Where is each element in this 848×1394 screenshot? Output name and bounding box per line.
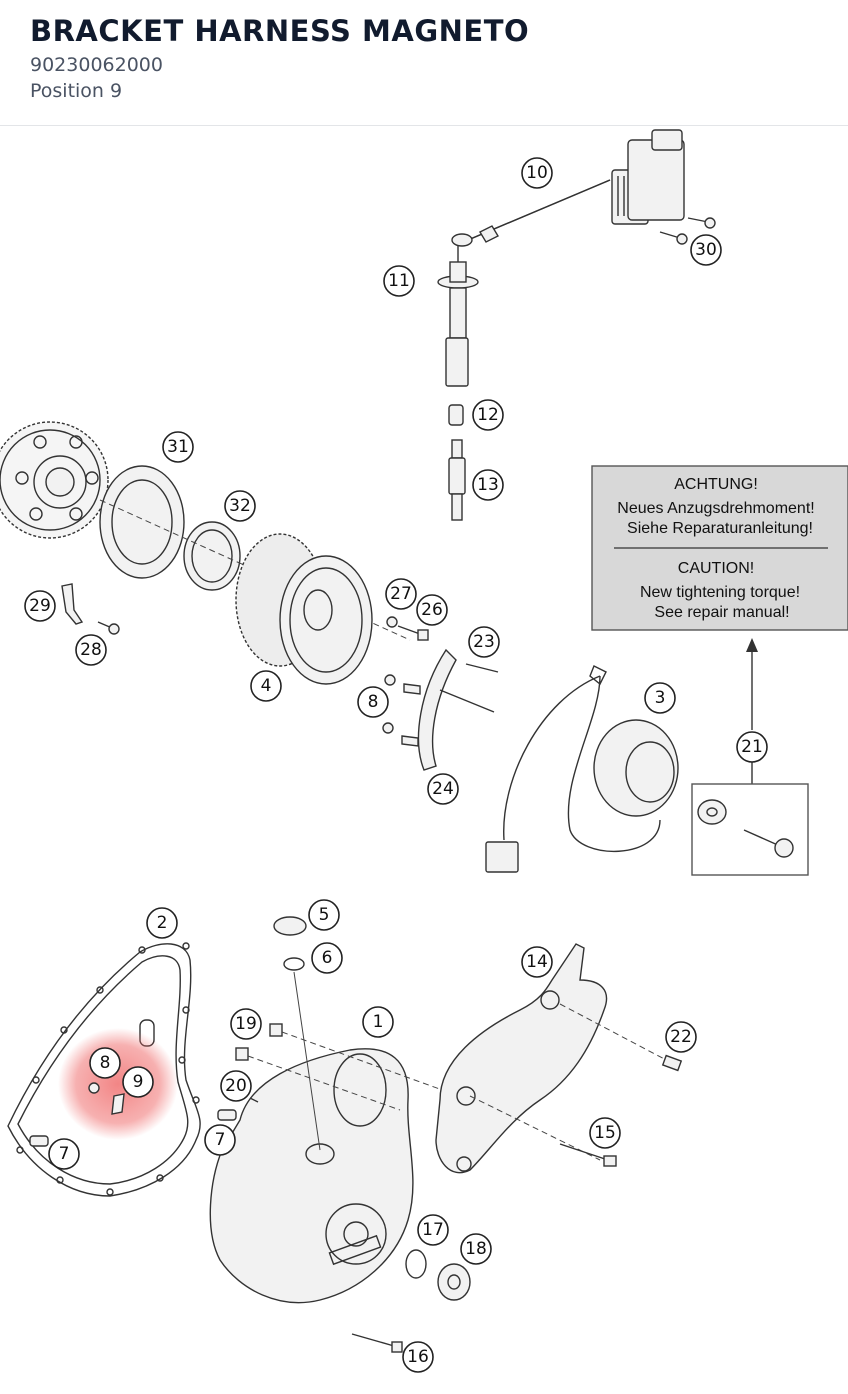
- callout-5[interactable]: 5: [308, 899, 340, 931]
- svg-text:13: 13: [477, 475, 499, 495]
- torque-notice: ACHTUNG! Neues Anzugsdrehmoment! Siehe R…: [591, 465, 848, 876]
- stator: [485, 665, 679, 873]
- sprocket-cover: [435, 943, 683, 1174]
- diagram-canvas: ACHTUNG! Neues Anzugsdrehmoment! Siehe R…: [0, 129, 848, 1373]
- callout-22[interactable]: 22: [665, 1021, 697, 1053]
- callout-8-upper[interactable]: 8: [357, 686, 389, 718]
- notice-de-line2: Siehe Reparaturanleitung!: [627, 520, 813, 537]
- svg-text:9: 9: [133, 1072, 144, 1092]
- svg-text:17: 17: [422, 1220, 444, 1240]
- cable-guide: [382, 648, 499, 771]
- svg-text:5: 5: [319, 905, 330, 925]
- part-number: 90230062000: [30, 54, 163, 76]
- callout-17[interactable]: 17: [417, 1214, 449, 1246]
- callout-15[interactable]: 15: [589, 1117, 621, 1149]
- callout-14[interactable]: 14: [521, 946, 553, 978]
- svg-text:4: 4: [261, 676, 272, 696]
- svg-text:29: 29: [29, 596, 51, 616]
- callout-24[interactable]: 24: [427, 773, 459, 805]
- callout-16[interactable]: 16: [402, 1341, 434, 1373]
- callout-7-right[interactable]: 7: [204, 1124, 236, 1156]
- svg-text:12: 12: [477, 405, 499, 425]
- notice-en-title: CAUTION!: [678, 560, 754, 577]
- callout-32[interactable]: 32: [224, 490, 256, 522]
- svg-text:23: 23: [473, 632, 495, 652]
- svg-text:11: 11: [388, 271, 410, 291]
- callout-29[interactable]: 29: [24, 590, 56, 622]
- callout-6[interactable]: 6: [311, 942, 343, 974]
- notice-en-line1: New tightening torque!: [640, 584, 800, 601]
- callout-2[interactable]: 2: [146, 907, 178, 939]
- svg-text:6: 6: [322, 948, 333, 968]
- callout-13[interactable]: 13: [472, 469, 504, 501]
- callout-12[interactable]: 12: [472, 399, 504, 431]
- ignition-coil-assembly: [437, 129, 716, 387]
- svg-text:18: 18: [465, 1239, 487, 1259]
- rotor: [235, 533, 429, 685]
- svg-text:7: 7: [59, 1144, 70, 1164]
- svg-text:8: 8: [368, 692, 379, 712]
- page-title: BRACKET HARNESS MAGNETO: [30, 14, 530, 48]
- svg-text:22: 22: [670, 1027, 692, 1047]
- callouts: 10 30 11 12 13 31 32 27 26 29 28 23 4 8 …: [24, 157, 768, 1373]
- exploded-parts-diagram: ACHTUNG! Neues Anzugsdrehmoment! Siehe R…: [0, 127, 848, 1390]
- svg-text:8: 8: [100, 1053, 111, 1073]
- svg-text:2: 2: [157, 913, 168, 933]
- svg-text:20: 20: [225, 1076, 247, 1096]
- starter-gear: [0, 421, 109, 539]
- spark-plug-assembly: [448, 404, 466, 521]
- svg-text:24: 24: [432, 779, 454, 799]
- callout-9-highlighted[interactable]: 9: [122, 1066, 154, 1098]
- callout-26[interactable]: 26: [416, 594, 448, 626]
- svg-text:7: 7: [215, 1130, 226, 1150]
- callout-4[interactable]: 4: [250, 670, 282, 702]
- callout-23[interactable]: 23: [468, 626, 500, 658]
- callout-8-highlighted[interactable]: 8: [89, 1047, 121, 1079]
- notice-de-line1: Neues Anzugsdrehmoment!: [617, 500, 814, 517]
- svg-text:19: 19: [235, 1014, 257, 1034]
- page-header: BRACKET HARNESS MAGNETO 90230062000 Posi…: [0, 0, 848, 126]
- svg-text:28: 28: [80, 640, 102, 660]
- notice-en-line2: See repair manual!: [654, 604, 789, 621]
- svg-text:15: 15: [594, 1123, 616, 1143]
- svg-text:10: 10: [526, 163, 548, 183]
- svg-text:32: 32: [229, 496, 251, 516]
- bracket-29: [61, 583, 120, 635]
- svg-text:27: 27: [390, 584, 412, 604]
- arrow-up-icon: [746, 638, 758, 652]
- callout-27[interactable]: 27: [385, 578, 417, 610]
- svg-text:16: 16: [407, 1347, 429, 1367]
- callout-3[interactable]: 3: [644, 682, 676, 714]
- callout-10[interactable]: 10: [521, 157, 553, 189]
- callout-21[interactable]: 21: [736, 731, 768, 763]
- part-position: Position 9: [30, 80, 123, 102]
- svg-text:21: 21: [741, 737, 763, 757]
- svg-text:26: 26: [421, 600, 443, 620]
- callout-20[interactable]: 20: [220, 1070, 252, 1102]
- svg-text:30: 30: [695, 240, 717, 260]
- callout-18[interactable]: 18: [460, 1233, 492, 1265]
- svg-text:31: 31: [167, 437, 189, 457]
- callout-7-left[interactable]: 7: [48, 1138, 80, 1170]
- callout-28[interactable]: 28: [75, 634, 107, 666]
- svg-text:14: 14: [526, 952, 548, 972]
- callout-11[interactable]: 11: [383, 265, 415, 297]
- ignition-cover: [209, 916, 471, 1353]
- notice-de-title: ACHTUNG!: [674, 476, 758, 493]
- callout-30[interactable]: 30: [690, 234, 722, 266]
- callout-1[interactable]: 1: [362, 1006, 394, 1038]
- callout-19[interactable]: 19: [230, 1008, 262, 1040]
- svg-text:1: 1: [373, 1012, 384, 1032]
- svg-text:3: 3: [655, 688, 666, 708]
- callout-31[interactable]: 31: [162, 431, 194, 463]
- freewheel-assembly: [99, 465, 411, 641]
- highlight-area: [58, 1028, 178, 1140]
- cover-gasket: [7, 942, 237, 1197]
